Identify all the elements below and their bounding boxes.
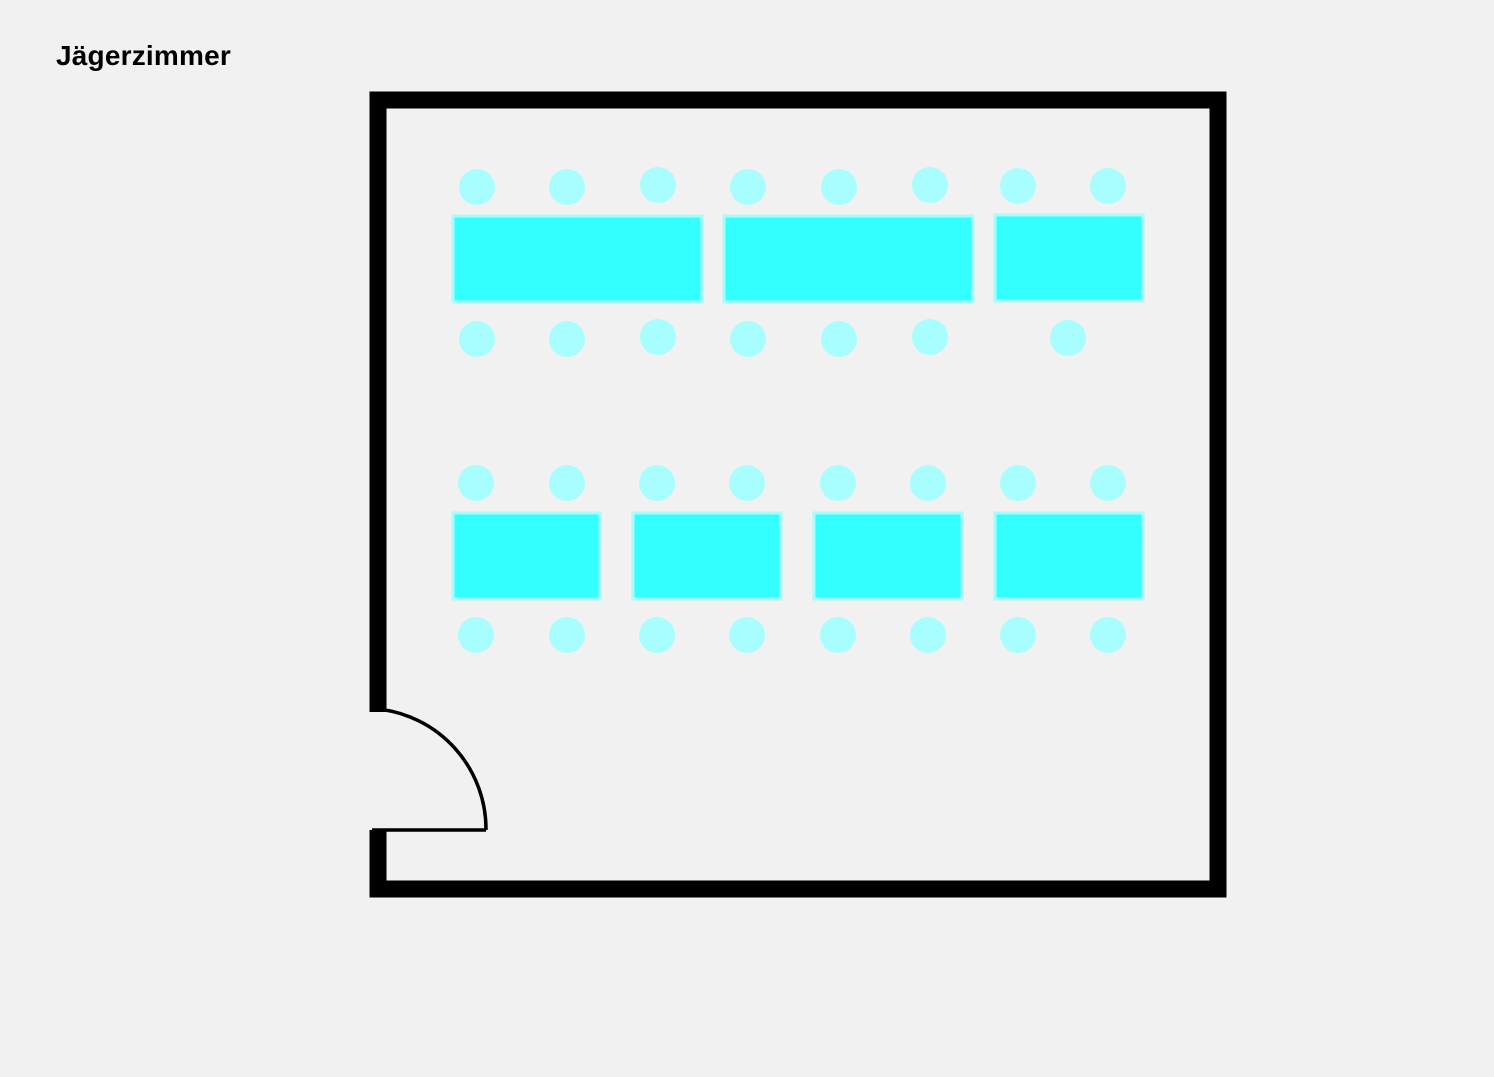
chair — [640, 319, 676, 355]
chair — [1090, 617, 1126, 653]
chair — [910, 617, 946, 653]
table — [993, 511, 1145, 601]
chair — [730, 169, 766, 205]
chair — [1000, 465, 1036, 501]
table — [631, 511, 783, 601]
tables — [451, 213, 1145, 601]
chair — [549, 169, 585, 205]
chair — [1090, 465, 1126, 501]
room-outer-wall — [369, 91, 1227, 898]
chair — [1000, 617, 1036, 653]
chair — [821, 169, 857, 205]
table — [451, 214, 704, 304]
chair — [1090, 168, 1126, 204]
chair — [912, 319, 948, 355]
chair — [458, 617, 494, 653]
chair — [459, 321, 495, 357]
chair — [821, 321, 857, 357]
table — [722, 214, 975, 304]
chair — [1050, 320, 1086, 356]
chair — [639, 465, 675, 501]
chair — [549, 321, 585, 357]
chair — [458, 465, 494, 501]
chair — [1000, 168, 1036, 204]
chair — [820, 465, 856, 501]
door — [372, 707, 488, 832]
chair — [912, 167, 948, 203]
table — [812, 511, 964, 601]
table — [451, 511, 602, 601]
table — [993, 213, 1145, 303]
chair — [549, 617, 585, 653]
room-title: Jägerzimmer — [56, 40, 231, 71]
chair — [459, 169, 495, 205]
chair — [729, 617, 765, 653]
chair — [549, 465, 585, 501]
chair — [730, 321, 766, 357]
chair — [640, 167, 676, 203]
door-swing-arc — [377, 707, 488, 831]
chair — [910, 465, 946, 501]
chair — [729, 465, 765, 501]
chair — [820, 617, 856, 653]
room-walls — [369, 91, 1227, 898]
chair — [639, 617, 675, 653]
chairs — [458, 167, 1126, 653]
